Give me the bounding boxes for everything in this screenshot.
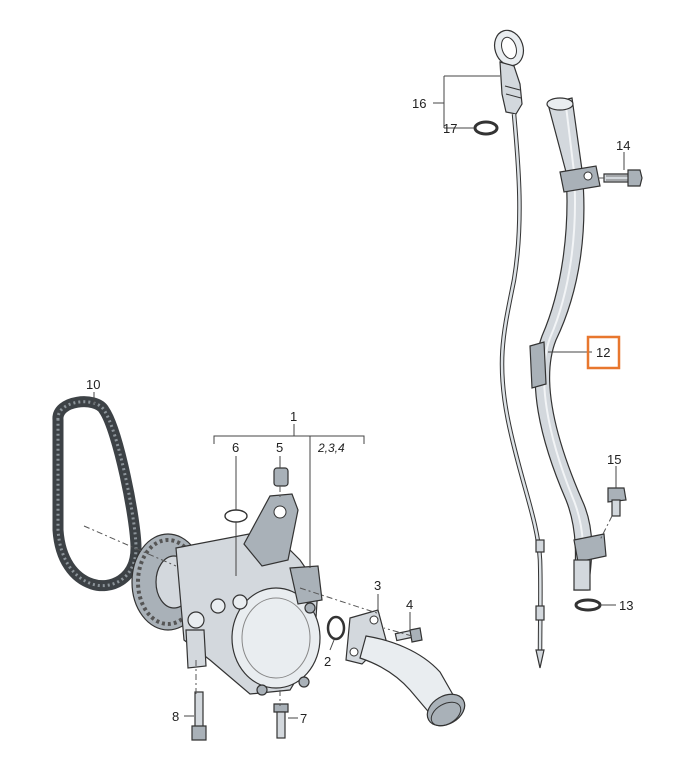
axis-line [383,627,413,637]
label-7: 7 [300,711,307,726]
bolt-7 [273,703,289,739]
label-3: 3 [374,578,381,593]
label-17: 17 [443,121,457,136]
bolt-14 [603,169,643,187]
label-2-3-4: 2,3,4 [317,441,345,455]
axis-line [599,515,613,541]
bolt-8 [191,691,207,741]
o-ring-13 [574,598,602,612]
highlight-box-12[interactable] [586,335,621,370]
label-15: 15 [607,452,621,467]
axis-line [83,525,177,567]
label-10: 10 [86,377,100,392]
o-ring-17 [473,120,499,136]
toothed-belt [52,396,142,592]
oil-pipe [345,609,466,727]
label-16: 16 [412,96,426,111]
bolt-15 [607,487,627,517]
dipstick-guide-tube [529,97,607,591]
label-1: 1 [290,409,297,424]
label-12: 12 [596,345,610,360]
o-ring-2 [326,615,346,641]
dipstick [493,29,545,669]
oil-pump-assembly [131,467,323,696]
bolt-4 [394,627,423,643]
label-4: 4 [406,597,413,612]
axis-line [299,587,381,615]
label-8: 8 [172,709,179,724]
label-6: 6 [232,440,239,455]
leader-lines [93,75,625,719]
label-13: 13 [619,598,633,613]
label-2: 2 [324,654,331,669]
label-14: 14 [616,138,630,153]
label-5: 5 [276,440,283,455]
